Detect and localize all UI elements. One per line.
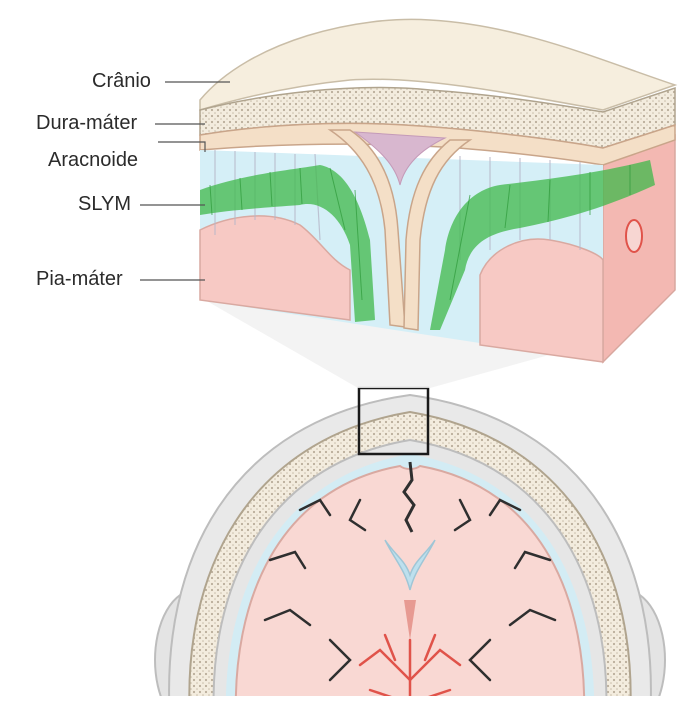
leader-lines bbox=[140, 81, 230, 281]
label-slym: SLYM bbox=[78, 193, 131, 215]
longitudinal-fissure bbox=[402, 461, 416, 533]
brain-left-lobe bbox=[199, 215, 351, 321]
label-aracnoide: Aracnoide bbox=[48, 149, 139, 171]
label-pia-mater: Pia-máter bbox=[36, 268, 123, 290]
dura-layer bbox=[199, 122, 676, 166]
falx-right bbox=[403, 139, 473, 331]
label-dura-mater: Dura-máter bbox=[36, 112, 138, 134]
slym-fibers bbox=[209, 165, 631, 301]
superior-sagittal-sinus bbox=[353, 131, 447, 186]
zoom-funnel bbox=[205, 300, 603, 388]
label-cranio: Crânio bbox=[92, 70, 151, 92]
head-cross-section bbox=[154, 393, 666, 696]
ventricles bbox=[384, 539, 436, 591]
blood-vessels bbox=[358, 633, 462, 696]
slym-layer bbox=[200, 160, 655, 330]
cranio-surface bbox=[199, 18, 678, 112]
magnified-block bbox=[199, 18, 678, 364]
falx-left bbox=[327, 129, 406, 328]
brain-right-lobe bbox=[479, 238, 604, 363]
sulci bbox=[263, 498, 557, 682]
blood-vessel bbox=[625, 219, 643, 253]
